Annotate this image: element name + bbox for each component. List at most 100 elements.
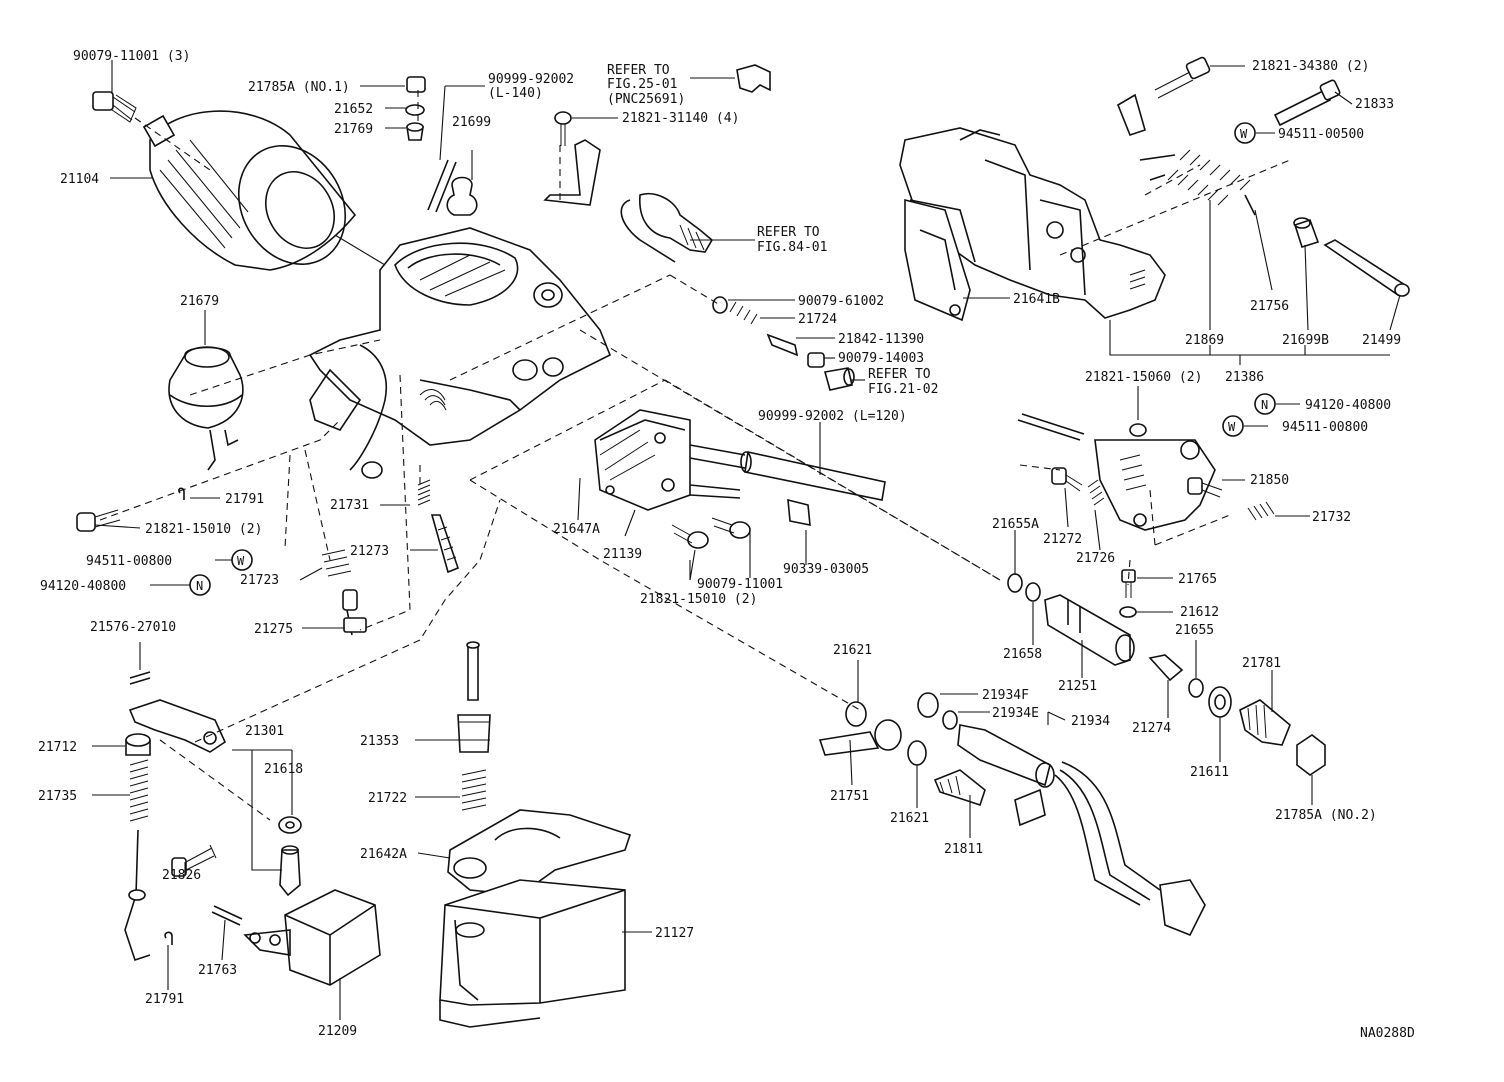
label-21781: 21781: [1242, 656, 1281, 671]
label-21576-27010: 21576-27010: [90, 620, 176, 635]
label-21647a: 21647A: [553, 522, 600, 537]
label-21618: 21618: [264, 762, 303, 777]
label-21699: 21699: [452, 115, 491, 130]
label-21712: 21712: [38, 740, 77, 755]
carburetor-body: [308, 227, 612, 479]
hose-90339: [787, 498, 811, 526]
diaphragm-21679: [168, 346, 244, 471]
springs-21869: [1139, 149, 1256, 216]
label-21652: 21652: [334, 102, 373, 117]
label-90999-92002-l120: 90999-92002 (L=120): [758, 409, 907, 424]
label-21611: 21611: [1190, 765, 1229, 780]
sensor-21934: [957, 724, 1206, 937]
label-21842-11390: 21842-11390: [838, 332, 924, 347]
label-21272: 21272: [1043, 532, 1082, 547]
label-21850: 21850: [1250, 473, 1289, 488]
label-94511-00800-left: 94511-00800: [86, 554, 172, 569]
label-90079-61002: 90079-61002: [798, 294, 884, 309]
dashed-guide-lines: [99, 90, 1291, 821]
label-90079-14003: 90079-14003: [838, 351, 924, 366]
screw-21821-31140: [554, 111, 572, 146]
label-21821-34380-2: 21821-34380 (2): [1252, 59, 1369, 74]
label-21273: 21273: [350, 544, 389, 559]
coil-21209: [243, 889, 381, 986]
label-90999-92002: 90999-92002: [488, 72, 574, 87]
spring-21726: [1087, 479, 1105, 506]
washer-21611: [1208, 686, 1232, 718]
spring-21735: [129, 759, 149, 822]
label-21726: 21726: [1076, 551, 1115, 566]
label-21642a: 21642A: [360, 847, 407, 862]
label-21104: 21104: [60, 172, 99, 187]
nut-symbol-text: N: [196, 579, 203, 593]
label-l140: (L-140): [488, 86, 543, 101]
label-21251: 21251: [1058, 679, 1097, 694]
label-21722: 21722: [368, 791, 407, 806]
screw-90079-11001: [711, 517, 751, 539]
body-21251: [1044, 594, 1135, 666]
label-21499: 21499: [1362, 333, 1401, 348]
oring-90079-61002: [712, 296, 728, 314]
label-pnc25691: (PNC25691): [607, 92, 685, 107]
spring-21732: [1247, 501, 1275, 521]
fitting-21751: [818, 719, 902, 756]
label-refer-to-84: REFER TO: [757, 225, 820, 240]
label-21127: 21127: [655, 926, 694, 941]
label-21274: 21274: [1132, 721, 1171, 736]
spring-21731: [417, 479, 431, 506]
screw-21273: [430, 514, 460, 574]
bolt-21821-15010: [76, 509, 121, 532]
bolt-90079-11001: [92, 91, 137, 123]
label-21811: 21811: [944, 842, 983, 857]
bolt-21833: [1273, 79, 1341, 127]
oring-21655a: [1007, 573, 1023, 593]
oring-21658: [1025, 582, 1041, 602]
label-21785a-no2: 21785A (NO.2): [1275, 808, 1377, 823]
label-21821-31140-4: 21821-31140 (4): [622, 111, 739, 126]
label-21209: 21209: [318, 1024, 357, 1039]
bolt-21821-15060: [1129, 423, 1147, 437]
cap-21712: [125, 733, 151, 756]
label-21658: 21658: [1003, 647, 1042, 662]
label-21826: 21826: [162, 868, 201, 883]
label-21765: 21765: [1178, 572, 1217, 587]
nut-symbol-94120-40800-r: N: [1254, 393, 1276, 415]
part-21104-motor: [142, 110, 386, 271]
bracket: [543, 139, 601, 206]
bolt-21821-34380: [1154, 56, 1211, 99]
jet-21-02: [823, 367, 855, 391]
label-21655a: 21655A: [992, 517, 1039, 532]
clip-21791-b: [164, 931, 173, 945]
label-21612: 21612: [1180, 605, 1219, 620]
rod-21735: [124, 829, 151, 962]
screw-21272: [1051, 467, 1083, 492]
label-21275: 21275: [254, 622, 293, 637]
label-21724: 21724: [798, 312, 837, 327]
washer-symbol-text: W: [1228, 420, 1236, 434]
plug-21785a-no2: [1296, 734, 1326, 776]
label-21723: 21723: [240, 573, 279, 588]
label-refer-to-25: REFER TO: [607, 63, 670, 78]
label-21756: 21756: [1250, 299, 1289, 314]
label-21751: 21751: [830, 789, 869, 804]
label-21833: 21833: [1355, 97, 1394, 112]
washer-symbol-94511-00800-r: W: [1222, 415, 1244, 437]
hose-l120: [740, 451, 886, 501]
bolt-21811: [933, 769, 986, 807]
clip-25691: [736, 64, 771, 93]
jet-21769: [406, 122, 424, 141]
cap-21699b: [1293, 217, 1320, 249]
oring-21652: [405, 104, 425, 116]
label-21735: 21735: [38, 789, 77, 804]
needle-21842-11390: [766, 333, 799, 357]
injector-21301: [279, 845, 301, 897]
label-21655: 21655: [1175, 623, 1214, 638]
label-21679: 21679: [180, 294, 219, 309]
label-21791-a: 21791: [225, 492, 264, 507]
label-21785a-no1: 21785A (NO.1): [248, 80, 350, 95]
throttle-body-21641b: [899, 127, 1166, 322]
label-21821-15060-2: 21821-15060 (2): [1085, 370, 1202, 385]
label-21769: 21769: [334, 122, 373, 137]
label-21353: 21353: [360, 734, 399, 749]
spring-21722: [461, 769, 487, 811]
